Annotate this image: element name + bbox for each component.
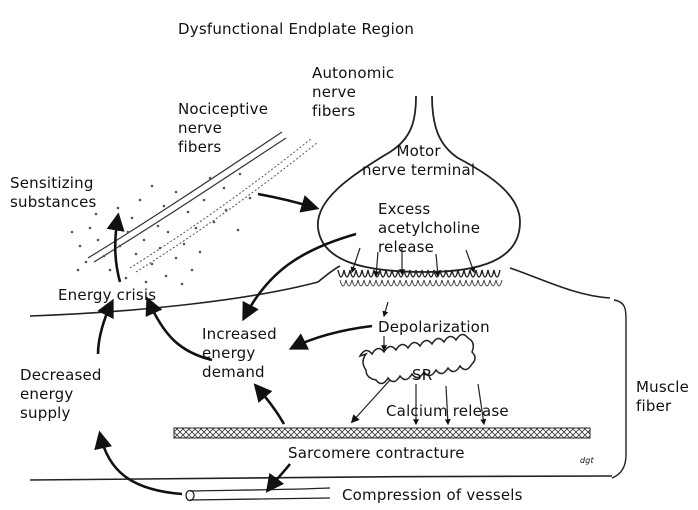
arrow-folds-to-depolarization xyxy=(384,302,388,316)
muscle-line-2: fiber xyxy=(636,397,689,416)
demand-line-1: Increased xyxy=(202,325,277,344)
nociceptive-line-1: Nociceptive xyxy=(178,100,268,119)
arrow-crisis-to-sensitizing xyxy=(115,216,120,282)
autonomic-line-3: fibers xyxy=(312,102,394,121)
sensitizing-substances-label: Sensitizing substances xyxy=(10,174,97,212)
autonomic-fiber-1 xyxy=(130,138,312,268)
postjunctional-folds xyxy=(338,270,500,277)
nociceptive-nerve-fibers-label: Nociceptive nerve fibers xyxy=(178,100,268,157)
muscle-line-1: Muscle xyxy=(636,378,689,397)
calcium-release-label: Calcium release xyxy=(386,402,509,421)
artist-signature: dgt xyxy=(580,456,594,466)
diagram-title: Dysfunctional Endplate Region xyxy=(178,20,414,39)
supply-line-1: Decreased xyxy=(20,366,102,385)
demand-line-2: energy xyxy=(202,344,277,363)
blood-vessel xyxy=(186,488,330,501)
supply-line-3: supply xyxy=(20,404,102,423)
supply-line-2: energy xyxy=(20,385,102,404)
demand-line-3: demand xyxy=(202,363,277,382)
autonomic-nerve-fibers-label: Autonomic nerve fibers xyxy=(312,64,394,121)
decreased-energy-supply-label: Decreased energy supply xyxy=(20,366,102,423)
sensitizing-line-1: Sensitizing xyxy=(10,174,97,193)
motor-line-2: nerve terminal xyxy=(362,161,475,180)
sensitizing-substance-dots xyxy=(71,173,252,286)
excess-ach-release-label: Excess acetylcholine release xyxy=(378,200,480,257)
sr-label: SR xyxy=(412,366,432,385)
nociceptive-line-3: fibers xyxy=(178,138,268,157)
postjunctional-folds-inner xyxy=(340,280,502,286)
sarcomere-contracture-label: Sarcomere contracture xyxy=(288,444,465,463)
arrow-compression-to-supply xyxy=(100,434,182,494)
arrow-contracture-to-demand xyxy=(256,386,284,424)
arrow-depolarization-to-demand xyxy=(292,326,372,348)
arrow-supply-to-crisis xyxy=(98,302,112,354)
depolarization-label: Depolarization xyxy=(378,318,490,337)
ach-line-3: release xyxy=(378,238,480,257)
sensitizing-line-2: substances xyxy=(10,193,97,212)
compression-of-vessels-label: Compression of vessels xyxy=(342,486,523,505)
sarcomere-band xyxy=(174,428,590,438)
autonomic-line-2: nerve xyxy=(312,83,394,102)
muscle-fiber-lower-membrane xyxy=(30,476,612,480)
muscle-fiber-bracket xyxy=(612,300,626,478)
motor-nerve-terminal-label: Motor nerve terminal xyxy=(362,142,475,180)
energy-crisis-label: Energy crisis xyxy=(58,286,156,305)
increased-energy-demand-label: Increased energy demand xyxy=(202,325,277,382)
arrow-nerve-to-terminal xyxy=(258,194,316,208)
ach-line-1: Excess xyxy=(378,200,480,219)
nociceptive-line-2: nerve xyxy=(178,119,268,138)
autonomic-line-1: Autonomic xyxy=(312,64,394,83)
motor-line-1: Motor xyxy=(362,142,475,161)
muscle-fiber-label: Muscle fiber xyxy=(636,378,689,416)
ach-line-2: acetylcholine xyxy=(378,219,480,238)
